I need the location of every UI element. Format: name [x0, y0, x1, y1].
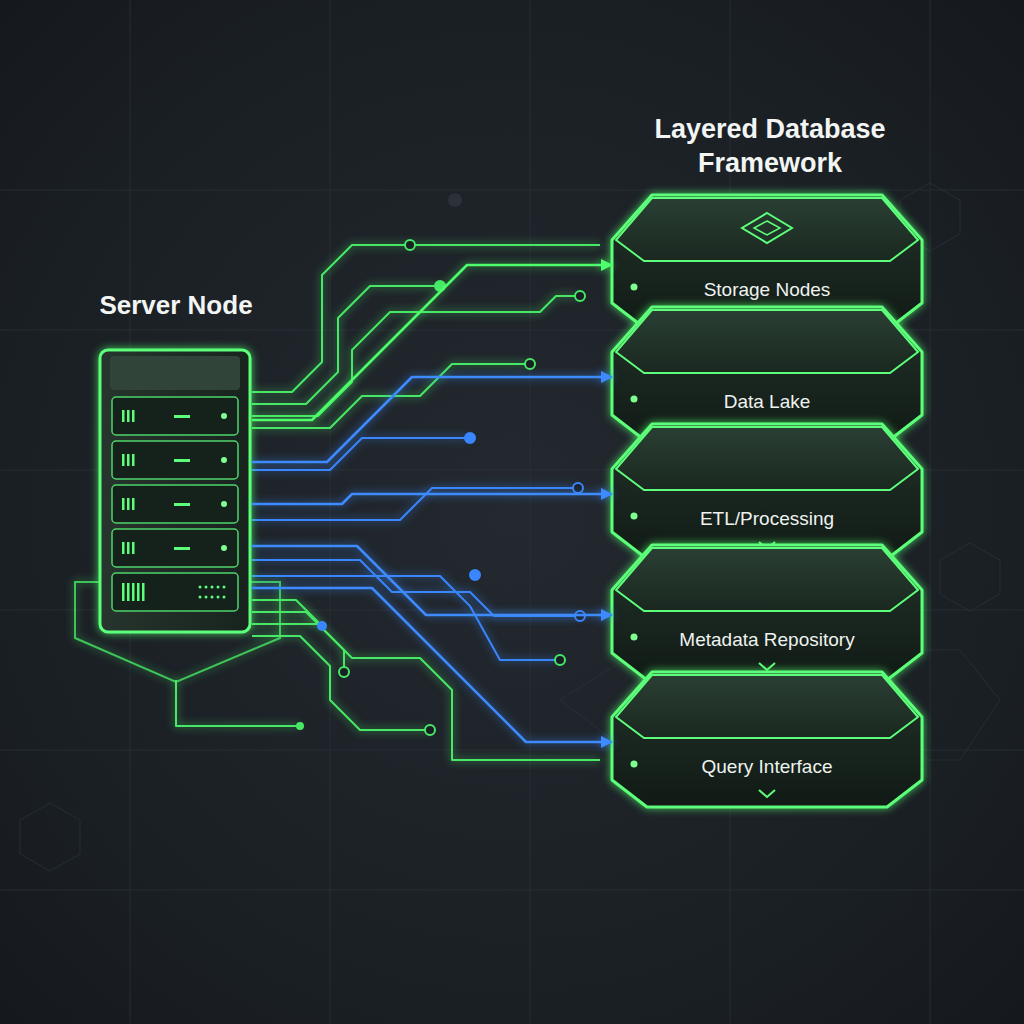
layer-slab — [612, 672, 922, 807]
database-layer: ETL/Processing — [612, 424, 922, 559]
layer-label: ETL/Processing — [642, 504, 892, 534]
server-node: Server Node — [100, 290, 252, 680]
layer-label: Storage Nodes — [642, 275, 892, 305]
database-layer: Metadata Repository — [612, 545, 922, 680]
data-connector — [252, 377, 612, 462]
database-layer: Query Interface — [612, 672, 922, 807]
node-label: Server Node — [60, 290, 292, 320]
diagram-title: Layered Database Framework — [630, 112, 910, 180]
data-connector — [252, 265, 612, 420]
database-layer: Data Lake — [612, 307, 922, 442]
data-connector — [252, 494, 612, 504]
layer-label: Metadata Repository — [642, 625, 892, 655]
server-icon — [100, 290, 252, 680]
layer-label: Query Interface — [642, 752, 892, 782]
layer-slab — [612, 545, 922, 680]
data-connector — [252, 546, 612, 615]
layer-slab — [612, 424, 922, 559]
layer-label: Data Lake — [642, 387, 892, 417]
layer-slab — [612, 307, 922, 442]
data-connector — [252, 588, 612, 742]
